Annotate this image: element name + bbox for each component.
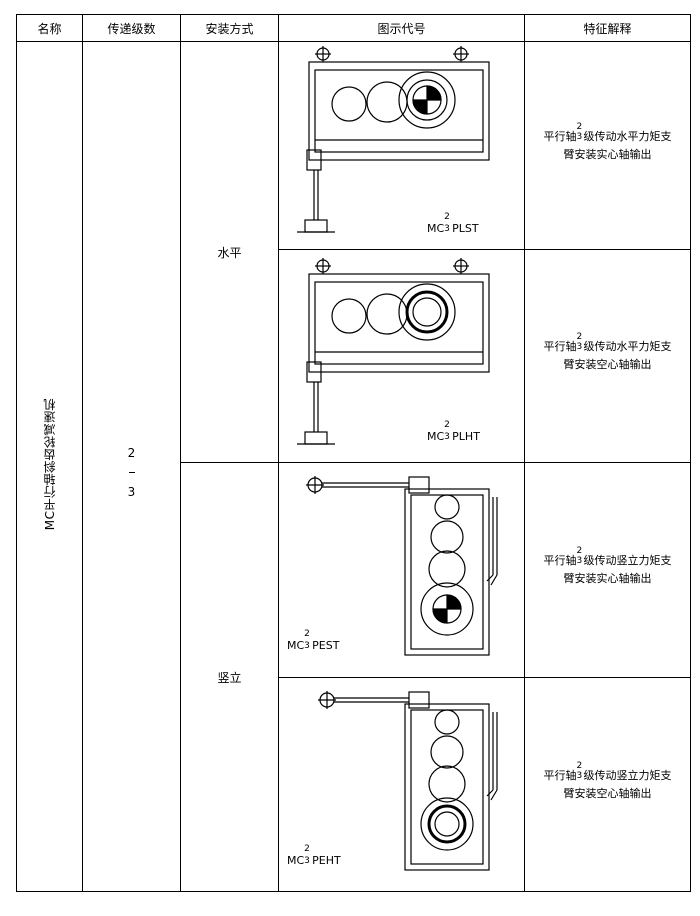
header-stages: 传递级数 xyxy=(82,14,181,42)
product-name-cell: MC平行轴斜齿轮减速机 xyxy=(16,41,83,892)
gearbox-vertical-solid-diagram xyxy=(306,476,498,656)
gearbox-horizontal-hollow-diagram xyxy=(297,258,490,445)
header-mounting: 安装方式 xyxy=(180,14,279,42)
header-row: 名称 传递级数 安装方式 图示代号 特征解释 xyxy=(16,14,691,42)
header-name: 名称 xyxy=(16,14,83,42)
stages-separator xyxy=(128,472,135,473)
gearbox-vertical-hollow-diagram xyxy=(318,691,498,871)
mounting-vertical: 竖立 xyxy=(180,462,279,892)
mounting-horizontal: 水平 xyxy=(180,41,279,463)
product-name: MC平行轴斜齿轮减速机 xyxy=(43,398,57,531)
stages-cell: 2 3 xyxy=(82,41,181,892)
spec-table: 名称 传递级数 安装方式 图示代号 特征解释 MC平行轴斜齿轮减速机 2 3 水… xyxy=(16,14,691,892)
stages-from: 2 xyxy=(127,446,136,460)
header-code: 图示代号 xyxy=(278,14,525,42)
header-feature: 特征解释 xyxy=(524,14,691,42)
gearbox-horizontal-solid-diagram xyxy=(297,46,490,233)
table-row: MC平行轴斜齿轮减速机 2 3 水平 xyxy=(16,41,691,892)
stages-to: 3 xyxy=(127,485,136,499)
table-row: 竖立 xyxy=(17,462,691,892)
